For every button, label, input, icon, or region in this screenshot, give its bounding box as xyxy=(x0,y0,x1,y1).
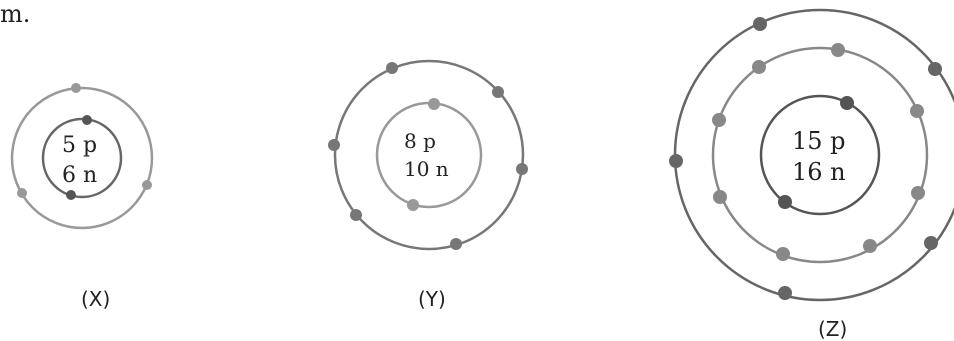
atom-x-inner-shell xyxy=(41,117,123,199)
atom-z-middle-electron xyxy=(752,60,766,74)
atom-x-outer-shell xyxy=(10,86,154,230)
atom-z-middle-electron xyxy=(863,239,877,253)
atom-y-outer-electron xyxy=(450,238,462,250)
atom-z-middle-electron xyxy=(776,247,790,261)
atom-y-outer-electron xyxy=(386,62,398,74)
atom-z-inner-electron xyxy=(840,96,854,110)
atom-y-label: (Y) xyxy=(418,287,446,311)
atom-y-neutrons: 10 n xyxy=(404,157,449,181)
atom-z-outer-electron xyxy=(669,154,683,168)
atom-x-outer-electron xyxy=(71,83,81,93)
atom-y-inner-electron xyxy=(407,199,419,211)
atom-x-outer-electron xyxy=(17,188,27,198)
atom-z-outer-electron xyxy=(753,17,767,31)
atom-y-outer-electron xyxy=(516,163,528,175)
atom-z-middle-electron xyxy=(713,190,727,204)
atom-x: 5 p 6 n (X) xyxy=(10,83,154,311)
atom-z-neutrons: 16 n xyxy=(792,158,846,186)
atom-z-middle-electron xyxy=(712,113,726,127)
atom-z-protons: 15 p xyxy=(792,127,846,155)
atom-z-middle-electron xyxy=(831,43,845,57)
atom-x-inner-electron xyxy=(66,190,76,200)
atom-y-outer-electron xyxy=(328,139,340,151)
atom-z-inner-shell xyxy=(759,94,881,216)
atom-x-inner-electron xyxy=(82,115,92,125)
atom-y-outer-electron xyxy=(492,86,504,98)
atom-x-neutrons: 6 n xyxy=(62,163,97,188)
atom-z-outer-shell xyxy=(673,8,954,302)
atom-z: 15 p 16 n (Z) xyxy=(669,8,954,341)
atom-y-outer-electron xyxy=(350,209,362,221)
text-fragment: m. xyxy=(0,0,30,28)
atom-x-protons: 5 p xyxy=(62,133,97,158)
atom-y: 8 p 10 n (Y) xyxy=(328,59,528,311)
atom-y-inner-electron xyxy=(428,98,440,110)
atom-y-inner-shell xyxy=(375,101,483,209)
atom-z-label: (Z) xyxy=(818,317,847,341)
atom-z-middle-shell xyxy=(711,46,929,264)
atom-y-outer-shell xyxy=(333,59,525,251)
atom-z-inner-electron xyxy=(778,195,792,209)
atom-z-middle-electron xyxy=(910,104,924,118)
atom-z-middle-electron xyxy=(911,186,925,200)
atom-x-outer-electron xyxy=(142,180,152,190)
atom-z-outer-electron xyxy=(924,236,938,250)
atom-z-outer-electron xyxy=(778,286,792,300)
atom-z-outer-electron xyxy=(928,62,942,76)
atom-y-protons: 8 p xyxy=(404,129,436,153)
atom-x-label: (X) xyxy=(81,287,110,311)
